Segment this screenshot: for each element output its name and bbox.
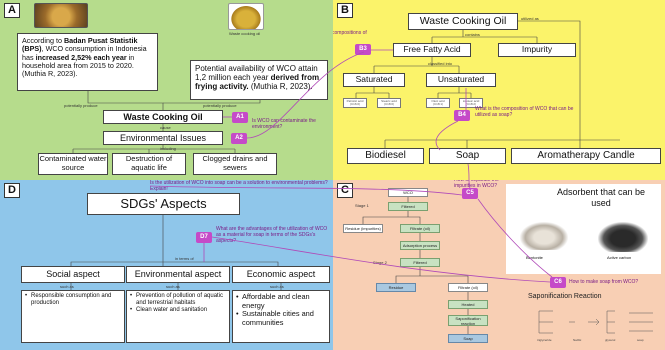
sdgs-title-box: SDGs' Aspects xyxy=(87,193,240,215)
saponification-title: Saponification Reaction xyxy=(528,293,602,300)
info-right-post: (Muthia R, 2023). xyxy=(250,82,313,92)
adsorbent-panel: Adsorbent that can be used Bentonite Act… xyxy=(506,184,661,274)
flow-filtered-2: Filtered xyxy=(400,258,440,267)
product-soap: Soap xyxy=(429,148,506,164)
reaction-triglyceride-label: triglyceride xyxy=(537,338,552,342)
question-node-d7: D7 xyxy=(196,232,212,243)
reaction-glycerol-label: glycerol xyxy=(605,338,616,342)
flow-residue-impurities: Residue (impurities) xyxy=(343,224,383,233)
aspect-economic: Economic aspect xyxy=(232,266,330,283)
flow-soap: Soap xyxy=(448,334,488,343)
such-as-environmental: such as xyxy=(166,284,180,289)
question-c5-text: How to separate the impurities in WCO? xyxy=(454,180,499,189)
flow-stage-1: Stage 1 xyxy=(355,203,369,208)
panel-c: C WCO Stage 1 Filtered Residue (impuriti… xyxy=(333,180,665,350)
environmental-item: Prevention of pollution of aquatic and t… xyxy=(129,293,227,307)
oil-jar-photo xyxy=(228,3,264,30)
such-as-social: such as xyxy=(60,284,74,289)
panel-a: A Waste cooking oil According to Badan P… xyxy=(0,0,333,180)
reaction-naoh-label: NaOH xyxy=(573,338,581,342)
question-node-b4: B4 xyxy=(454,110,470,121)
info-left-mid: , WCO consumption in Indonesia has xyxy=(22,44,147,62)
bentonite-image xyxy=(520,222,568,250)
economic-items-box: Affordable and clean energy Sustainable … xyxy=(232,290,330,343)
wco-title-box: Waste Cooking Oil xyxy=(408,13,518,30)
fatty-acid-palmitic: Palmitic acid (C16:0) xyxy=(343,98,367,108)
adsorbent-bentonite-label: Bentonite xyxy=(526,255,543,260)
environmental-item: Clean water and sanitation xyxy=(129,307,227,314)
flow-stage-2: Stage 2 xyxy=(373,260,387,265)
question-node-c5: C5 xyxy=(462,188,478,199)
unsaturated-box: Unsaturated xyxy=(426,73,496,87)
flow-wco: WCO xyxy=(388,188,428,197)
effect-aquatic: Destruction of aquatic life xyxy=(112,153,186,175)
potential-info-box: Potential availability of WCO attain 1,2… xyxy=(190,60,328,100)
potentially-produce-left: potentially produce xyxy=(64,103,98,108)
flow-filtered-1: Filtered xyxy=(388,202,428,211)
question-d7-text: What are the advantages of the utilizati… xyxy=(216,226,328,244)
product-biodiesel: Biodiesel xyxy=(347,148,424,164)
effect-contaminated: Contaminated water source xyxy=(38,153,108,175)
panel-d-label: D xyxy=(4,183,20,198)
such-as-economic: such as xyxy=(270,284,284,289)
impurity-box: Impurity xyxy=(498,43,576,57)
aspect-social: Social aspect xyxy=(21,266,125,283)
potentially-produce-right: potentially produce xyxy=(203,103,237,108)
aspect-environmental: Environmental aspect xyxy=(126,266,230,283)
effect-clogged: Clogged drains and sewers xyxy=(193,153,277,175)
saturated-box: Saturated xyxy=(343,73,405,87)
question-b3-text: What are the compositions of WCO? xyxy=(333,30,367,36)
utilized-as-label: utilized as xyxy=(521,16,539,21)
panel-d: D Is the utilization of WCO into soap ca… xyxy=(0,180,333,350)
question-top-text: Is the utilization of WCO into soap can … xyxy=(150,180,328,192)
panel-a-label: A xyxy=(4,3,20,18)
in-terms-of-label: in terms of xyxy=(175,256,194,261)
flow-residue: Residue xyxy=(376,283,416,292)
question-a1-text: Is WCO can contaminate the environment? xyxy=(252,118,316,130)
economic-item: Affordable and clean energy xyxy=(235,292,327,310)
environmental-items-box: Prevention of pollution of aquatic and t… xyxy=(126,290,230,343)
social-items-box: Responsible consumption and production xyxy=(21,290,125,343)
fatty-acid-stearic: Stearic acid (C18:0) xyxy=(377,98,401,108)
oil-photo-caption: Waste cooking oil xyxy=(229,31,261,36)
info-left-increase: increased 2,52% each year xyxy=(35,52,127,62)
environmental-issues-box: Environmental Issues xyxy=(103,131,223,145)
cause-label: cause xyxy=(160,125,171,130)
classified-into-label: classified into xyxy=(428,61,453,66)
flow-filtrate-oil-1: Filtrate (oil) xyxy=(400,224,440,233)
wco-central-box: Waste Cooking Oil xyxy=(103,110,223,124)
free-fatty-acid-box: Free Fatty Acid xyxy=(393,43,471,57)
social-item: Responsible consumption and production xyxy=(24,293,122,307)
bps-info-box: According to Badan Pusat Statistik (BPS)… xyxy=(17,33,158,91)
adsorbent-carbon-label: Active carbon xyxy=(607,255,632,260)
panel-c-label: C xyxy=(337,183,353,198)
question-b4-text: What is the composition of WCO that can … xyxy=(475,106,574,118)
flow-adsorption: Adsorption process xyxy=(400,241,440,250)
panel-b: B Waste Cooking Oil utilized as contains… xyxy=(333,0,665,180)
info-left-pre: According to xyxy=(22,36,62,45)
fried-food-photo xyxy=(34,3,88,28)
question-node-a1: A1 xyxy=(232,112,248,123)
economic-item: Sustainable cities and communities xyxy=(235,309,327,327)
product-aromatherapy-candle: Aromatherapy Candle xyxy=(511,148,661,164)
saponification-diagram: triglyceride NaOH glycerol soap xyxy=(537,310,653,342)
active-carbon-image xyxy=(598,222,648,252)
flow-filtrate-oil-2: Filtrate (oil) xyxy=(448,283,488,292)
info-left-source: Badan Pusat Statistik (BPS) xyxy=(22,36,138,54)
question-c6-text: How to make soap from WCO? xyxy=(569,279,639,285)
panel-b-label: B xyxy=(337,3,353,18)
fatty-acid-oleic: Oleic acid (C18:1) xyxy=(426,98,450,108)
reaction-soap-label: soap xyxy=(637,338,644,342)
question-node-a2: A2 xyxy=(231,133,247,144)
flow-saponification: Saponification reaction xyxy=(448,315,488,326)
question-node-b3: B3 xyxy=(355,44,371,55)
including-label: including xyxy=(160,146,176,151)
info-left-post: in household area from 2015 to 2020. (Mu… xyxy=(22,52,135,79)
adsorbent-title: Adsorbent that can be used xyxy=(556,187,646,208)
flow-heated: Heated xyxy=(448,300,488,309)
question-node-c6: C6 xyxy=(550,277,566,288)
contains-label: contains xyxy=(465,32,480,37)
